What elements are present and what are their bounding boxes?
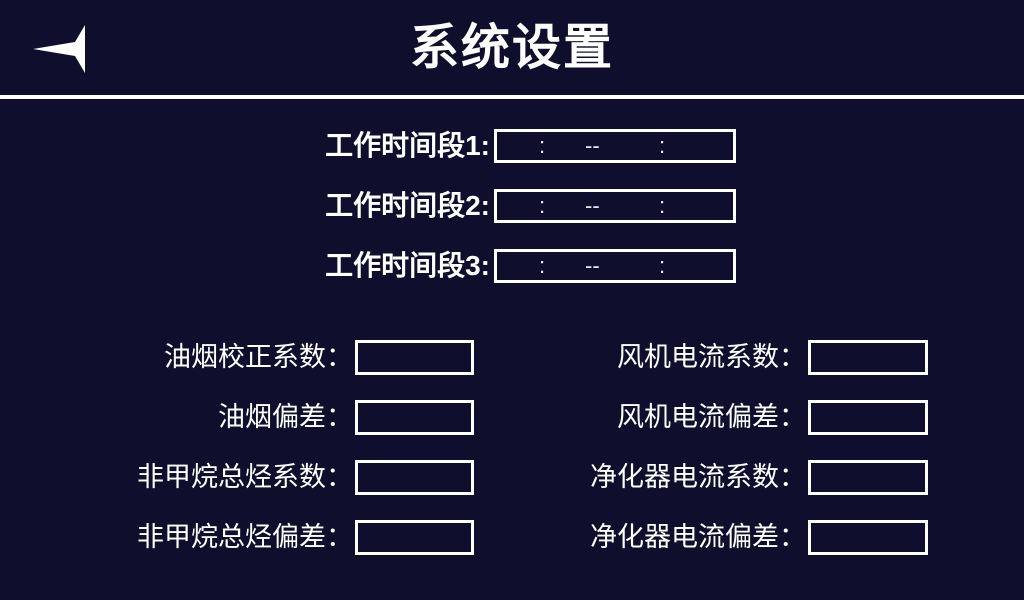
- work-time-end-1: :: [659, 133, 666, 158]
- work-time-start-3: :: [539, 253, 546, 278]
- coefficient-row-3: 非甲烷总烃系数： 净化器电流系数：: [0, 458, 1024, 518]
- nmhc-deviation-label: 非甲烷总烃偏差：: [137, 522, 353, 552]
- fan-current-deviation-label: 风机电流偏差：: [617, 402, 806, 432]
- coefficient-row-4: 非甲烷总烃偏差： 净化器电流偏差：: [0, 518, 1024, 578]
- work-time-separator-3: --: [585, 253, 600, 278]
- work-time-row-2: 工作时间段2: : -- :: [0, 186, 1024, 246]
- purifier-current-deviation-value: [811, 523, 925, 552]
- oil-smoke-deviation-label: 油烟偏差：: [218, 402, 353, 432]
- purifier-current-deviation-input[interactable]: [808, 520, 928, 555]
- coefficient-section: 油烟校正系数： 风机电流系数： 油烟偏差： 风机电流偏差：: [0, 338, 1024, 578]
- work-time-label-2: 工作时间段2:: [325, 190, 490, 221]
- fan-current-coefficient-label: 风机电流系数：: [617, 342, 806, 372]
- work-time-value-2: : -- :: [497, 192, 733, 220]
- back-arrow-icon: [21, 23, 87, 75]
- fan-current-deviation-value: [811, 403, 925, 432]
- work-time-value-1: : -- :: [497, 132, 733, 160]
- page-title: 系统设置: [409, 21, 614, 75]
- work-time-label-3: 工作时间段3:: [325, 250, 490, 281]
- work-time-row-1: 工作时间段1: : -- :: [0, 126, 1024, 186]
- work-time-label-1: 工作时间段1:: [325, 130, 490, 161]
- work-time-start-2: :: [539, 193, 546, 218]
- oil-smoke-deviation-input[interactable]: [355, 400, 474, 435]
- work-time-input-1[interactable]: : -- :: [494, 129, 736, 163]
- work-time-start-1: :: [539, 133, 546, 158]
- coefficient-row-2: 油烟偏差： 风机电流偏差：: [0, 398, 1024, 458]
- work-time-separator-2: --: [585, 193, 600, 218]
- purifier-current-deviation-label: 净化器电流偏差：: [590, 522, 806, 552]
- header-bar: 系统设置: [0, 0, 1024, 99]
- work-time-input-2[interactable]: : -- :: [494, 189, 736, 223]
- oil-smoke-correction-label: 油烟校正系数：: [164, 342, 353, 372]
- nmhc-deviation-value: [358, 523, 471, 552]
- nmhc-deviation-input[interactable]: [355, 520, 474, 555]
- purifier-current-coefficient-label: 净化器电流系数：: [590, 462, 806, 492]
- oil-smoke-correction-value: [358, 343, 471, 372]
- oil-smoke-correction-input[interactable]: [355, 340, 474, 375]
- work-time-value-3: : -- :: [497, 252, 733, 280]
- work-time-row-3: 工作时间段3: : -- :: [0, 246, 1024, 306]
- nmhc-coefficient-label: 非甲烷总烃系数：: [137, 462, 353, 492]
- fan-current-coefficient-value: [811, 343, 925, 372]
- work-time-input-3[interactable]: : -- :: [494, 249, 736, 283]
- nmhc-coefficient-value: [358, 463, 471, 492]
- nmhc-coefficient-input[interactable]: [355, 460, 474, 495]
- work-time-end-2: :: [659, 193, 666, 218]
- work-time-separator-1: --: [585, 133, 600, 158]
- oil-smoke-deviation-value: [358, 403, 471, 432]
- fan-current-deviation-input[interactable]: [808, 400, 928, 435]
- purifier-current-coefficient-value: [811, 463, 925, 492]
- work-time-section: 工作时间段1: : -- : 工作时间段2: : -- : 工作时间段3:: [0, 126, 1024, 306]
- fan-current-coefficient-input[interactable]: [808, 340, 928, 375]
- coefficient-row-1: 油烟校正系数： 风机电流系数：: [0, 338, 1024, 398]
- header-divider: [0, 95, 1024, 99]
- purifier-current-coefficient-input[interactable]: [808, 460, 928, 495]
- back-button[interactable]: [8, 10, 100, 88]
- work-time-end-3: :: [659, 253, 666, 278]
